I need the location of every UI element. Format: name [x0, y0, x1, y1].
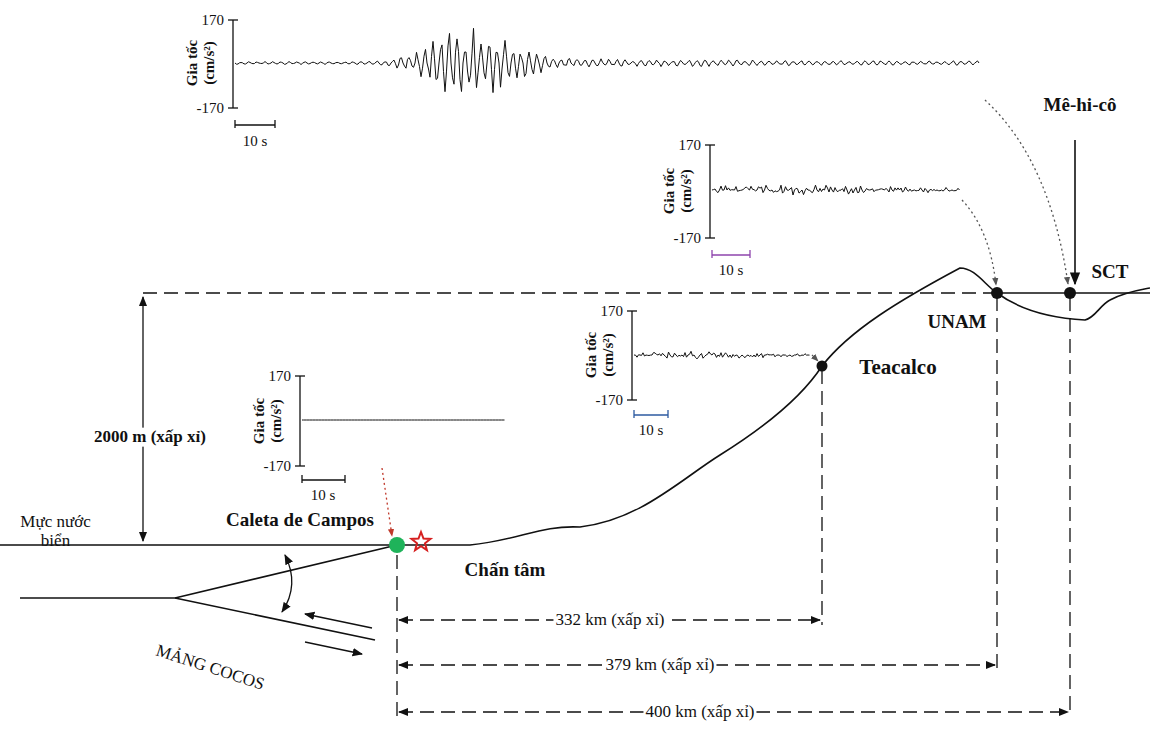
station-name: Teacalco: [857, 356, 938, 379]
axis-title: Gia tốc (cm/s²): [251, 380, 284, 462]
seismogram-trace: [235, 28, 979, 92]
axis-min: -170: [195, 100, 227, 117]
distance-dimension: 400 km (xấp xỉ): [643, 703, 756, 722]
height-dimension: 2000 m (xấp xỉ): [92, 428, 208, 447]
axis-max: 170: [200, 12, 227, 29]
station-name: Caleta de Campos: [224, 510, 376, 531]
axis-max: 170: [677, 137, 704, 154]
seismogram-trace: [634, 351, 810, 359]
sea-level-label: Mực nước biển: [6, 513, 105, 550]
axis-title: Gia tốc (cm/s²): [661, 150, 694, 232]
axis-title: Gia tốc (cm/s²): [583, 314, 616, 396]
time-scale: 10 s: [637, 422, 666, 439]
axis-min: -170: [262, 458, 294, 475]
axis-title: Gia tốc (cm/s²): [184, 22, 217, 104]
station-name: SCT: [1090, 262, 1131, 283]
distance-dimension: 332 km (xấp xỉ): [553, 611, 666, 630]
time-scale: 10 s: [717, 262, 746, 279]
plate-name: MẢNG COCOS: [152, 641, 269, 695]
epicenter-label: Chấn tâm: [463, 560, 548, 581]
time-scale: 10 s: [241, 133, 270, 150]
distance-dimension: 379 km (xấp xỉ): [603, 656, 716, 675]
axis-max: 170: [599, 303, 626, 320]
axis-max: 170: [267, 368, 294, 385]
axis-min: -170: [594, 392, 626, 409]
city-name: Mê-hi-cô: [1042, 95, 1119, 116]
time-scale: 10 s: [309, 487, 338, 504]
axis-min: -170: [672, 230, 704, 247]
seismogram-trace: [712, 185, 960, 195]
seismogram-trace: [302, 420, 505, 421]
station-name: UNAM: [925, 312, 988, 333]
